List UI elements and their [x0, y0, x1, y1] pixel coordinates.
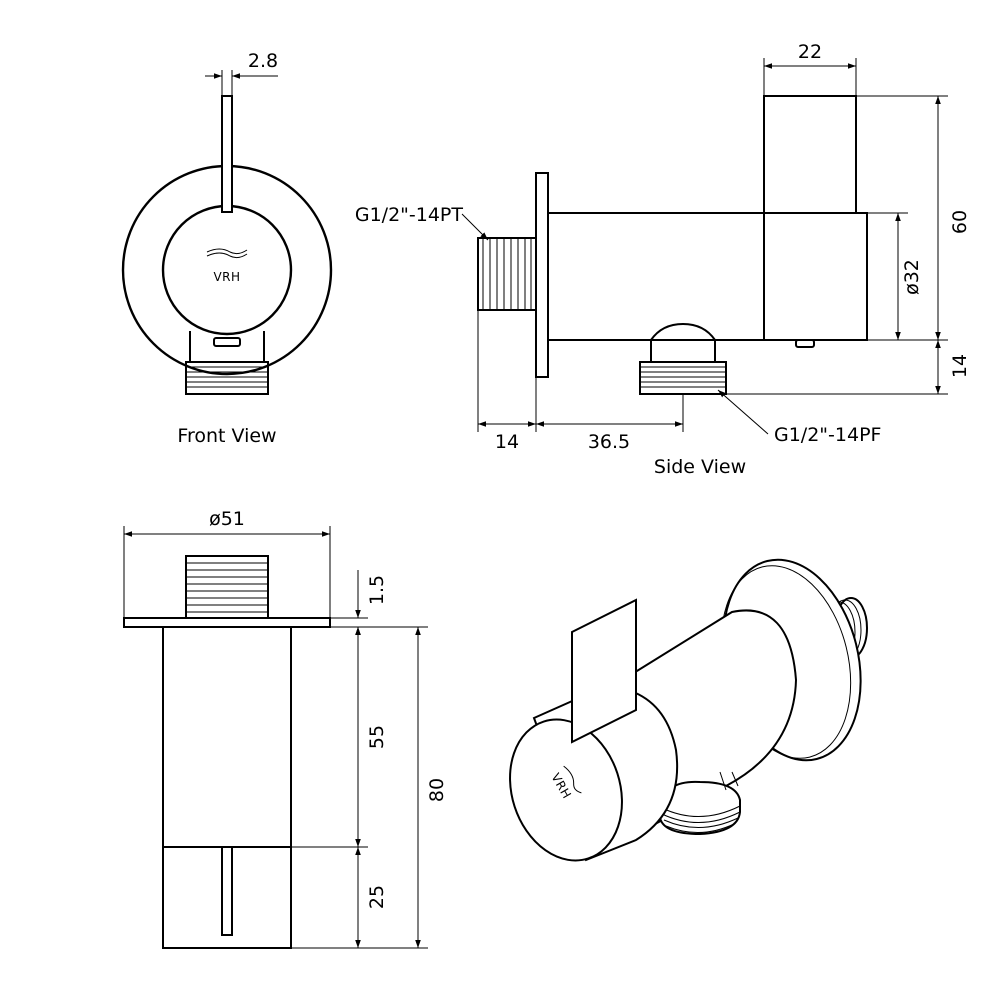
callout-outlet-thread: G1/2"-14PF	[717, 389, 881, 446]
front-outlet-neck	[189, 331, 265, 362]
dim-lever-width: 22	[763, 41, 857, 96]
callout-inlet-thread: G1/2"-14PT	[355, 204, 489, 241]
side-flange	[535, 172, 549, 378]
top-body	[162, 626, 292, 848]
front-view-label: Front View	[177, 425, 276, 447]
iso-cap-face	[509, 718, 623, 862]
logo-text: VRH	[213, 270, 240, 284]
front-logo: VRH	[206, 248, 248, 284]
dim-text-outlet-height: 14	[949, 354, 971, 378]
top-lever	[221, 846, 233, 936]
iso-lever	[571, 598, 637, 744]
isometric-view: VRH	[509, 558, 868, 862]
callout-text-inlet-thread: G1/2"-14PT	[355, 204, 464, 226]
dim-text-lever-thickness: 2.8	[248, 50, 278, 72]
side-body	[548, 212, 765, 341]
dim-body-diameter: ø32	[867, 212, 923, 340]
dim-inlet-length: 14	[477, 310, 537, 453]
dim-body-depth: 36.5	[536, 394, 684, 453]
front-outlet-thread	[185, 361, 269, 395]
dim-text-lever-length: 25	[366, 885, 388, 909]
dim-text-total-length: 80	[426, 778, 448, 802]
side-view: 22 60 ø32 14 14	[355, 41, 971, 478]
callout-text-outlet-thread: G1/2"-14PF	[774, 424, 881, 446]
dim-total-height: 60	[856, 95, 971, 341]
dim-total-length: 80	[415, 627, 448, 948]
dim-lever-length: 25	[291, 847, 428, 949]
side-end-cap	[763, 212, 868, 341]
front-drain-hole	[213, 337, 241, 347]
side-drain-hole	[795, 339, 815, 348]
dim-text-inlet-length: 14	[495, 431, 519, 453]
top-inlet-thread	[185, 555, 269, 619]
side-outlet-thread	[639, 361, 727, 395]
dim-text-flange-thickness: 1.5	[366, 575, 388, 605]
dim-outlet-height: 14	[726, 340, 971, 395]
dim-text-body-diameter: ø32	[901, 259, 923, 295]
dim-flange-thickness: 1.5	[330, 570, 428, 660]
dim-flange-diameter: ø51	[123, 508, 331, 618]
top-view: ø51 1.5 55 25 80	[123, 508, 448, 949]
dim-text-flange-diameter: ø51	[209, 508, 245, 530]
dim-text-body-depth: 36.5	[588, 431, 630, 453]
dim-lever-thickness: 2.8	[205, 50, 278, 96]
iso-outlet-thread	[659, 771, 741, 836]
side-lever	[763, 95, 857, 214]
dim-body-length: 55	[291, 627, 388, 848]
dim-text-body-length: 55	[366, 725, 388, 749]
dim-text-total-height: 60	[949, 210, 971, 234]
front-lever	[221, 95, 233, 213]
dim-text-lever-width: 22	[798, 41, 822, 63]
side-outlet-neck	[650, 322, 716, 363]
top-flange	[123, 617, 331, 628]
side-inlet-thread	[477, 237, 537, 311]
side-view-label: Side View	[654, 456, 746, 478]
front-view: VRH 2.8 Front View	[121, 50, 333, 447]
